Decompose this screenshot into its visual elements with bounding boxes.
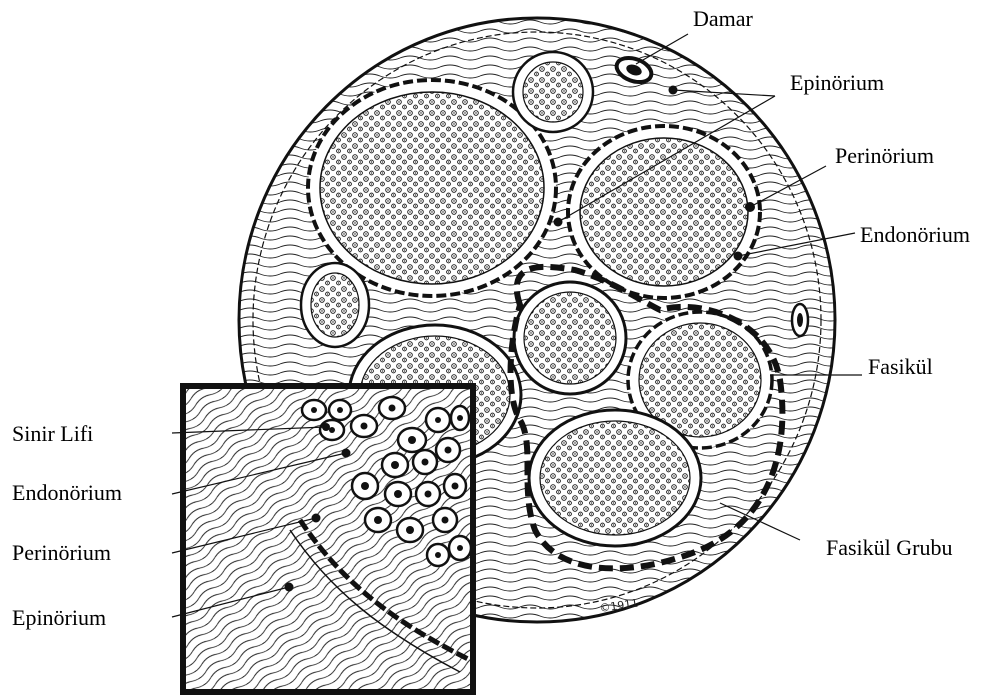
label-damar: Damar (693, 6, 754, 31)
small-vessel (792, 304, 808, 336)
label-endonorium-inset: Endonörium (12, 480, 122, 505)
fascicle-center (514, 282, 626, 394)
label-epinorium-main: Epinörium (790, 70, 884, 95)
label-perinorium-main: Perinörium (835, 143, 934, 168)
label-fasikul-grubu: Fasikül Grubu (826, 535, 953, 560)
label-perinorium-inset: Perinörium (12, 540, 111, 565)
label-sinir-lifi: Sinir Lifi (12, 421, 93, 446)
label-epinorium-inset: Epinörium (12, 605, 106, 630)
label-fasikul: Fasikül (868, 354, 933, 379)
fascicle-small-left (301, 263, 369, 347)
label-endonorium-main: Endonörium (860, 222, 970, 247)
fascicle-right-upper (568, 126, 760, 298)
fascicle-small-top (513, 52, 593, 132)
magnified-inset (183, 386, 473, 692)
fascicle-bottom (529, 410, 701, 546)
